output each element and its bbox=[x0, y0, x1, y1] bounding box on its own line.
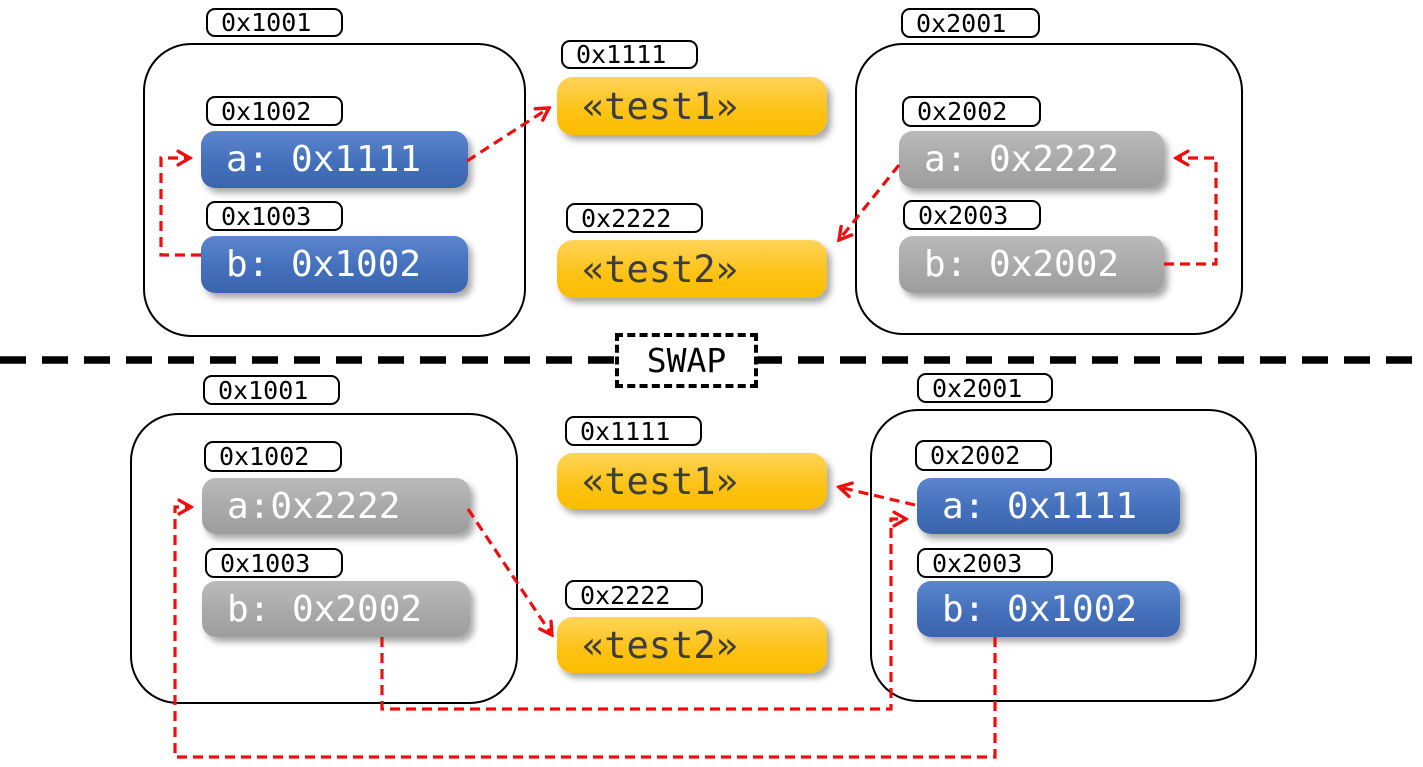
var-box-after-right-a: a: 0x1111 bbox=[917, 478, 1180, 534]
address-tab-before-left-frame: 0x1001 bbox=[206, 8, 343, 37]
heap-box-after-test2: «test2» bbox=[557, 617, 827, 673]
heap-box-before-test2: «test2» bbox=[557, 240, 827, 298]
address-tab-before-right-b: 0x2003 bbox=[903, 200, 1041, 230]
address-tab-before-test2: 0x2222 bbox=[566, 203, 703, 233]
address-tab-after-test2: 0x2222 bbox=[565, 580, 703, 610]
heap-box-before-test1: «test1» bbox=[557, 77, 827, 135]
var-box-after-left-a: a:0x2222 bbox=[202, 478, 470, 534]
address-tab-after-right-b: 0x2003 bbox=[917, 548, 1053, 578]
var-box-before-left-b: b: 0x1002 bbox=[201, 236, 468, 293]
address-tab-before-left-a: 0x1002 bbox=[206, 96, 343, 126]
address-tab-after-left-b: 0x1003 bbox=[205, 548, 343, 578]
address-tab-after-right-a: 0x2002 bbox=[915, 440, 1052, 471]
heap-box-after-test1: «test1» bbox=[557, 453, 827, 509]
var-box-after-left-b: b: 0x2002 bbox=[202, 581, 470, 637]
var-box-before-right-b: b: 0x2002 bbox=[899, 236, 1164, 293]
address-tab-after-test1: 0x1111 bbox=[565, 416, 702, 446]
address-tab-before-test1: 0x1111 bbox=[561, 40, 698, 69]
address-tab-before-right-frame: 0x2001 bbox=[901, 8, 1040, 38]
swap-label: SWAP bbox=[646, 341, 727, 380]
swap-label-box: SWAP bbox=[615, 333, 758, 388]
address-tab-after-left-frame: 0x1001 bbox=[203, 375, 340, 405]
address-tab-before-left-b: 0x1003 bbox=[206, 201, 343, 231]
var-box-after-right-b: b: 0x1002 bbox=[917, 581, 1180, 637]
address-tab-before-right-a: 0x2002 bbox=[902, 96, 1041, 127]
var-box-before-left-a: a: 0x1111 bbox=[201, 131, 468, 188]
var-box-before-right-a: a: 0x2222 bbox=[899, 131, 1164, 188]
address-tab-after-right-frame: 0x2001 bbox=[917, 373, 1053, 403]
address-tab-after-left-a: 0x1002 bbox=[204, 441, 342, 472]
